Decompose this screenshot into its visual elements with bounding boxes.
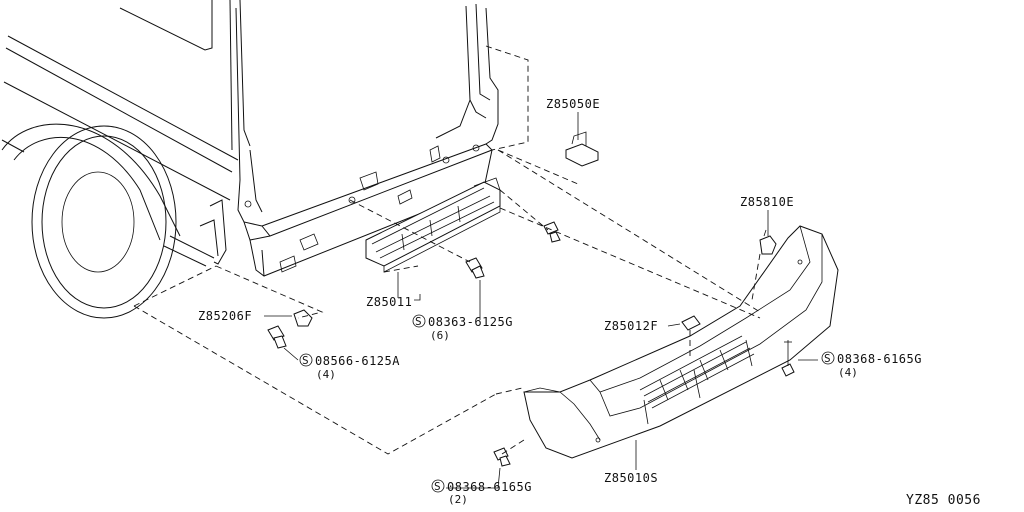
label-bolt-6125g: 08363-6125G <box>428 315 513 329</box>
bracket-upper <box>565 131 599 167</box>
qty-bolt-6125g: (6) <box>430 329 450 342</box>
clip-right <box>759 229 777 255</box>
symbol-s: S <box>302 354 309 367</box>
label-bolt-6165g-bottom: 08368-6165G <box>447 480 532 494</box>
label-clip-left: Z85206F <box>198 309 252 323</box>
bolt-icon-c <box>267 325 287 349</box>
symbol-s: S <box>415 315 422 328</box>
qty-bolt-6165g-right: (4) <box>838 366 858 379</box>
step-rail <box>365 177 501 273</box>
rear-bumper <box>523 225 839 459</box>
label-bumper: Z85010S <box>604 471 658 485</box>
symbol-s: S <box>434 480 441 493</box>
label-bracket-upper: Z85050E <box>546 97 600 111</box>
van-body <box>1 0 499 319</box>
clip-left <box>293 309 313 327</box>
callout-6165g-right: S 08368-6165G (4) <box>821 351 922 379</box>
callout-6165g-bottom: S 08368-6165G (2) <box>431 479 532 506</box>
label-bolt-6165g-right: 08368-6165G <box>837 352 922 366</box>
bumper-step-grating <box>639 335 755 409</box>
qty-bolt-6165g-bottom: (2) <box>448 493 468 506</box>
qty-bolt-6125a: (4) <box>316 368 336 381</box>
pad-center <box>681 315 701 331</box>
label-step-rail: Z85011 <box>366 295 412 309</box>
symbol-s: S <box>824 352 831 365</box>
assembly-guides <box>133 45 761 455</box>
callout-6125g: S 08363-6125G (6) <box>412 314 513 342</box>
bolt-icon-a <box>543 221 561 243</box>
bolt-icon-d <box>781 340 795 377</box>
label-clip-right: Z85810E <box>740 195 794 209</box>
label-pad-center: Z85012F <box>604 319 658 333</box>
bolt-icon-e <box>493 447 511 467</box>
diagram-id: YZ85 0056 <box>906 493 981 508</box>
callout-6125a: S 08566-6125A (4) <box>299 353 400 381</box>
label-bolt-6125a: 08566-6125A <box>315 354 400 368</box>
leader-lines <box>264 112 818 489</box>
